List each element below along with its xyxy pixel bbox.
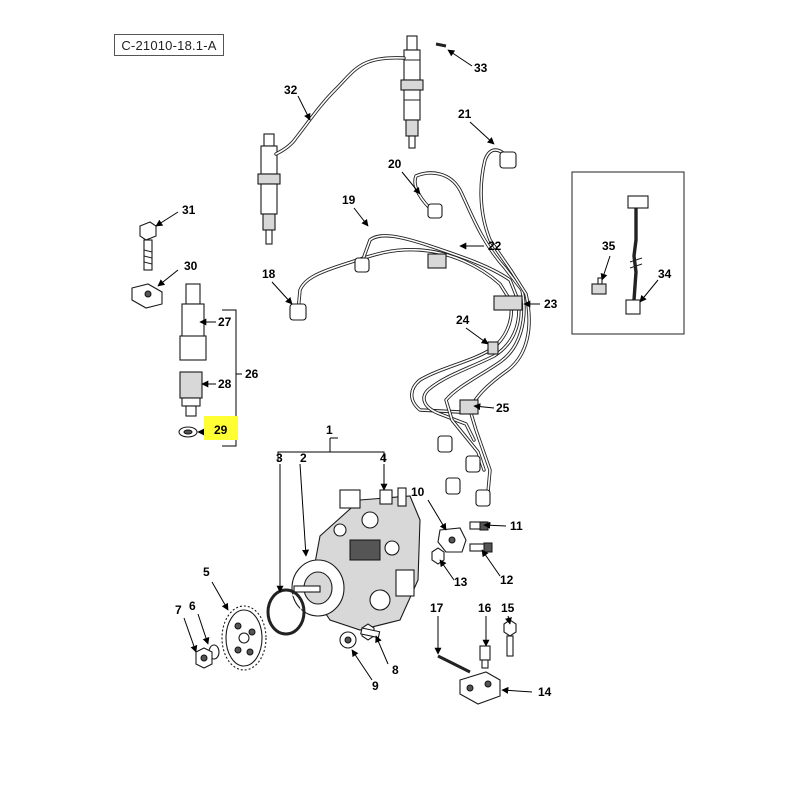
callout-28: 28 — [218, 377, 232, 391]
bolt-12 — [469, 542, 493, 553]
callout-29: 29 — [214, 423, 228, 437]
pipe-clamps — [427, 253, 523, 415]
washer-29 — [178, 426, 198, 438]
callout-33: 33 — [474, 61, 488, 75]
callout-1: 1 — [326, 423, 333, 437]
callout-6: 6 — [189, 599, 196, 613]
callout-2: 2 — [300, 451, 307, 465]
callout-4: 4 — [380, 451, 387, 465]
callout-34: 34 — [658, 267, 672, 281]
bolt-15 — [503, 619, 517, 657]
bracket-14 — [459, 671, 501, 705]
sleeve-27 — [179, 283, 207, 361]
inset-box — [571, 171, 685, 335]
clamp-30 — [131, 283, 163, 309]
callout-21: 21 — [458, 107, 472, 121]
callout-31: 31 — [182, 203, 196, 217]
pipe-nuts — [289, 151, 517, 507]
callout-24: 24 — [456, 313, 470, 327]
callout-17: 17 — [430, 601, 444, 615]
callout-8: 8 — [392, 663, 399, 677]
bracket-26 — [222, 309, 242, 447]
injection-pump — [291, 487, 421, 631]
callout-22: 22 — [488, 239, 502, 253]
callout-27: 27 — [218, 315, 232, 329]
leader-lines — [155, 49, 659, 694]
leak-off-pipe-32 — [274, 56, 406, 156]
injector-33 — [400, 35, 447, 149]
sleeve-28 — [179, 371, 203, 417]
callout-35: 35 — [602, 239, 616, 253]
gear-5 — [221, 605, 267, 671]
callout-15: 15 — [501, 601, 515, 615]
pin-16 — [479, 645, 491, 669]
bracket-10 — [437, 527, 467, 553]
callout-5: 5 — [203, 565, 210, 579]
callout-14: 14 — [538, 685, 552, 699]
callout-19: 19 — [342, 193, 356, 207]
callout-3: 3 — [276, 451, 283, 465]
o-ring-3 — [266, 588, 306, 636]
callout-18: 18 — [262, 267, 276, 281]
callout-20: 20 — [388, 157, 402, 171]
link-17 — [437, 654, 471, 674]
callout-16: 16 — [478, 601, 492, 615]
callout-7: 7 — [175, 603, 182, 617]
callout-26: 26 — [245, 367, 259, 381]
callout-13: 13 — [454, 575, 468, 589]
washer-9 — [339, 631, 357, 649]
bolt-11 — [469, 521, 489, 531]
highlight-callout-29 — [204, 416, 238, 440]
bolt-31 — [139, 221, 157, 271]
bolt-8 — [360, 623, 381, 641]
callout-25: 25 — [496, 401, 510, 415]
nut-13 — [431, 547, 445, 565]
callout-23: 23 — [544, 297, 558, 311]
callout-32: 32 — [284, 83, 298, 97]
callout-9: 9 — [372, 679, 379, 693]
nut-7 — [195, 647, 213, 669]
reference-code-box: C-21010-18.1-A — [114, 34, 224, 56]
callout-11: 11 — [510, 519, 523, 533]
injector-32 — [257, 133, 281, 245]
callout-30: 30 — [184, 259, 198, 273]
callout-10: 10 — [411, 485, 425, 499]
injector-pipe-bundle — [296, 148, 531, 494]
callout-12: 12 — [500, 573, 514, 587]
